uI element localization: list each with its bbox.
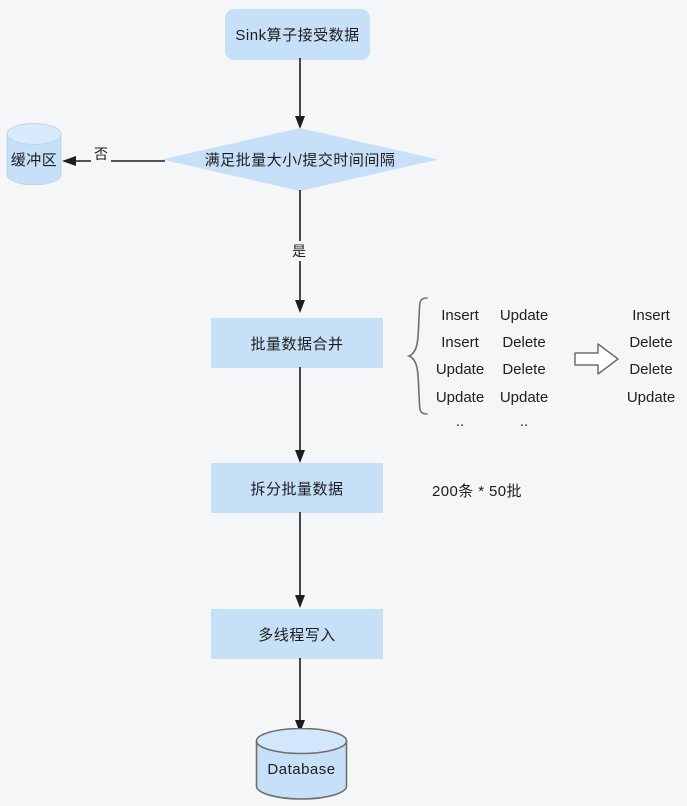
merge-input-r1c0: Insert	[441, 334, 479, 351]
merge-input-r2c1: Delete	[502, 361, 546, 378]
merge-input-r0c0: Insert	[441, 307, 479, 324]
node-split[interactable]: 拆分批量数据	[211, 463, 383, 513]
diamond-shape	[162, 128, 438, 191]
edge-label-yes: 是	[289, 241, 309, 261]
merge-table-brace	[406, 297, 428, 415]
merge-output-r2: Delete	[629, 361, 673, 378]
node-multithread-write[interactable]: 多线程写入	[211, 609, 383, 659]
node-merge-label: 批量数据合并	[250, 335, 344, 353]
node-database[interactable]: Database	[255, 727, 348, 800]
node-merge[interactable]: 批量数据合并	[211, 318, 383, 368]
node-split-label: 拆分批量数据	[250, 480, 344, 498]
merge-input-r2c0: Update	[435, 361, 485, 378]
edge-merge-to-split	[295, 367, 305, 463]
merge-output-r3: Update	[626, 389, 676, 406]
merge-output-r1: Delete	[629, 334, 673, 351]
merge-input-r1c1: Delete	[502, 334, 546, 351]
node-buffer-label: 缓冲区	[10, 152, 58, 169]
annotation-split-note: 200条 * 50批	[432, 483, 522, 500]
database-cylinder-shape	[255, 727, 348, 800]
merge-input-r0c1: Update	[499, 307, 549, 324]
node-sink-receive[interactable]: Sink算子接受数据	[225, 9, 370, 60]
node-sink-receive-label: Sink算子接受数据	[235, 27, 360, 44]
buffer-cylinder-shape	[6, 123, 62, 186]
edge-decision-to-buffer	[62, 156, 165, 166]
merge-input-r3c0: Update	[435, 389, 485, 406]
node-multithread-write-label: 多线程写入	[258, 626, 336, 644]
merge-input-ellipsis-col1: ..	[519, 413, 529, 430]
node-decision-label: 满足批量大小/提交时间间隔	[204, 152, 396, 169]
edge-sink-to-decision	[295, 58, 305, 129]
merge-result-arrow-icon	[574, 343, 619, 375]
merge-input-r3c1: Update	[499, 389, 549, 406]
merge-input-ellipsis-col0: ..	[455, 413, 465, 430]
edge-write-to-database	[295, 658, 305, 733]
node-decision[interactable]: 满足批量大小/提交时间间隔	[162, 128, 438, 191]
node-database-label: Database	[267, 761, 336, 778]
edge-label-no: 否	[91, 144, 111, 164]
node-buffer[interactable]: 缓冲区	[6, 123, 62, 186]
edge-split-to-write	[295, 512, 305, 608]
merge-output-r0: Insert	[632, 307, 670, 324]
